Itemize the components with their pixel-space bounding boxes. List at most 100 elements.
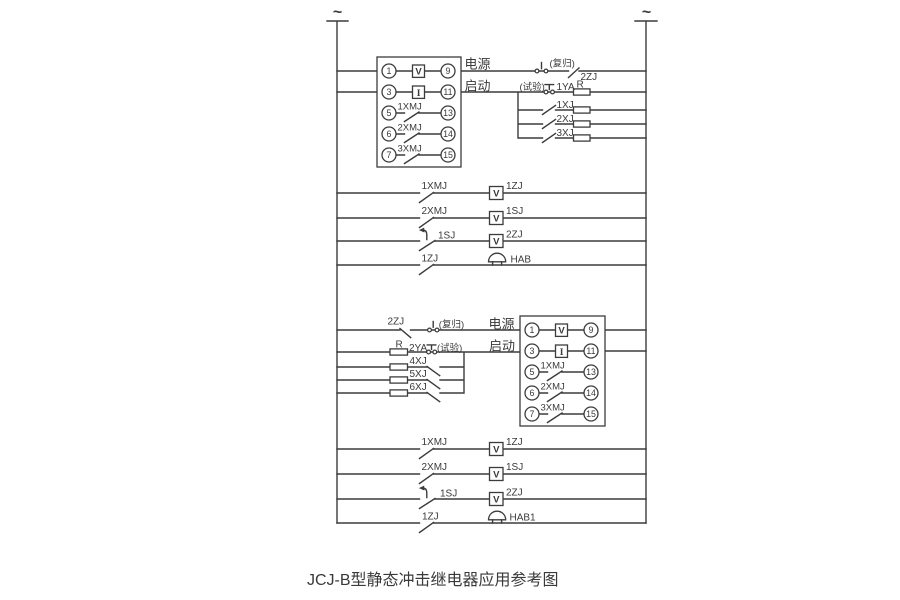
- resistor-5xj: [389, 376, 409, 384]
- row-contact-label: 2XMJ: [422, 206, 448, 217]
- v-element-label-row1: V: [493, 444, 500, 455]
- relay-unit-bottom: V I 1 3 5 6 7 9 11 13 14 15 1XMJ 2XMJ 3X…: [519, 315, 606, 427]
- terminal-1: [381, 63, 397, 79]
- no-contact-2xmj-row: [418, 216, 435, 229]
- ac-symbol-left: ~: [333, 4, 342, 21]
- v-element-box-row3: [488, 233, 504, 249]
- terminal-11-label: 11: [443, 87, 452, 97]
- bell-label: HAB: [511, 255, 532, 266]
- no-contact-1xj: [541, 104, 557, 116]
- diagram-caption: JCJ-B型静态冲击继电器应用参考图: [307, 570, 559, 589]
- terminal-3: [381, 84, 397, 100]
- terminal-6: [524, 385, 540, 401]
- terminal-6-label: 6: [530, 388, 535, 398]
- no-contact-6xj: [426, 391, 441, 403]
- terminal-5-label: 5: [530, 367, 535, 377]
- v-element-box-row1: [488, 185, 504, 201]
- top-unit-circuit: (复归) 2ZJ (试验) 1YA R 1XJ 2XJ 3XJ 电源 启动: [336, 57, 647, 144]
- signal-rows-top: V V V 1XMJ 1ZJ 2XMJ 1SJ 1SJ 2ZJ 1ZJ HAB: [336, 181, 647, 276]
- terminal-15-label: 15: [586, 409, 596, 419]
- v-element-label-row2: V: [493, 213, 500, 224]
- terminal-11-label: 11: [586, 346, 595, 356]
- voltage-element-label: V: [558, 326, 565, 337]
- relay-box-wires: [395, 70, 442, 156]
- terminal-15: [440, 147, 456, 163]
- branch-label-6xj: 6XJ: [410, 382, 427, 393]
- reset-contact-label-top: 2ZJ: [581, 72, 598, 83]
- terminal-1-label: 1: [387, 66, 392, 76]
- resistor-label-bottom: R: [396, 339, 403, 350]
- contact-label-2xmj: 2XMJ: [541, 382, 566, 393]
- terminal-6-label: 6: [387, 129, 392, 139]
- terminal-14-label: 14: [586, 388, 596, 398]
- terminal-1-label: 1: [530, 325, 535, 335]
- v-element-box-row3: [488, 491, 504, 507]
- current-element-label: I: [417, 89, 421, 99]
- no-contact-4xj: [426, 365, 441, 377]
- branch-label-3xj: 3XJ: [557, 128, 574, 139]
- reset-label-bottom: (复归): [439, 319, 464, 331]
- series-contact-label: 2ZJ: [388, 317, 405, 328]
- internal-contact-2xmj: [403, 132, 420, 144]
- reset-button-icon: [426, 320, 440, 333]
- ac-buses: ~ ~: [326, 4, 658, 524]
- terminal-5-label: 5: [387, 108, 392, 118]
- branch-label-5xj: 5XJ: [410, 369, 427, 380]
- terminal-9-label: 9: [589, 325, 594, 335]
- test-button-icon: [543, 83, 556, 95]
- ac-symbol-right: ~: [642, 4, 651, 21]
- row-contact-label: 1ZJ: [422, 254, 439, 265]
- bottom-unit-circuit: 2ZJ (复归) R 2YA (试验) 4XJ 5XJ 6XJ 电源 启动: [336, 317, 647, 403]
- terminal-14-label: 14: [443, 129, 453, 139]
- terminal-14: [440, 126, 456, 142]
- no-contact-2xmj-row: [418, 472, 435, 485]
- voltage-element-box: [554, 323, 569, 338]
- start-label-top: 启动: [465, 79, 491, 94]
- terminal-13: [583, 364, 599, 380]
- internal-contact-3xmj: [546, 412, 563, 424]
- voltage-element-label: V: [415, 67, 422, 78]
- no-contact-2zj-top: [567, 67, 580, 79]
- terminal-9: [583, 322, 599, 338]
- resistor-6xj: [389, 389, 409, 397]
- internal-contact-1xmj: [546, 370, 563, 382]
- terminal-13: [440, 105, 456, 121]
- no-contact-2zj-bottom: [399, 327, 412, 339]
- terminal-7: [381, 147, 397, 163]
- v-element-box-row1: [488, 441, 504, 457]
- terminal-3-label: 3: [387, 87, 392, 97]
- row-output-label: 1SJ: [506, 462, 523, 473]
- row-output-label: 2ZJ: [506, 230, 523, 241]
- row-contact-label: 1SJ: [438, 231, 455, 242]
- v-element-label-row3: V: [493, 236, 500, 247]
- terminal-7-label: 7: [387, 150, 392, 160]
- v-element-label-row1: V: [493, 188, 500, 199]
- row-contact-label: 1ZJ: [422, 512, 439, 523]
- row-contact-label: 1XMJ: [422, 181, 448, 192]
- power-label-top: 电源: [465, 57, 491, 72]
- test-label-top: (试验): [520, 81, 545, 93]
- terminal-3: [524, 343, 540, 359]
- contact-label-1xmj: 1XMJ: [398, 102, 423, 113]
- test-button-icon: [426, 344, 438, 355]
- reset-label-top: (复归): [550, 57, 575, 69]
- internal-contact-3xmj: [403, 153, 420, 165]
- terminal-5: [381, 105, 397, 121]
- test-strap-label-top: 1YA: [557, 82, 575, 93]
- terminal-14: [583, 385, 599, 401]
- contact-label-2xmj: 2XMJ: [398, 123, 423, 134]
- contact-label-3xmj: 3XMJ: [541, 403, 566, 414]
- resistor-3xj: [572, 134, 591, 142]
- row-contact-label: 2XMJ: [422, 462, 448, 473]
- row-output-label: 1ZJ: [506, 181, 523, 192]
- start-label-bottom: 启动: [489, 338, 515, 353]
- internal-contact-2xmj: [546, 391, 563, 403]
- branch-label-1xj: 1XJ: [557, 100, 574, 111]
- terminal-11: [583, 343, 599, 359]
- resistor-2xj: [572, 120, 591, 128]
- resistor-r-bottom: [389, 348, 409, 356]
- no-contact-1xmj-row: [418, 191, 435, 204]
- branch-label-2xj: 2XJ: [557, 114, 574, 125]
